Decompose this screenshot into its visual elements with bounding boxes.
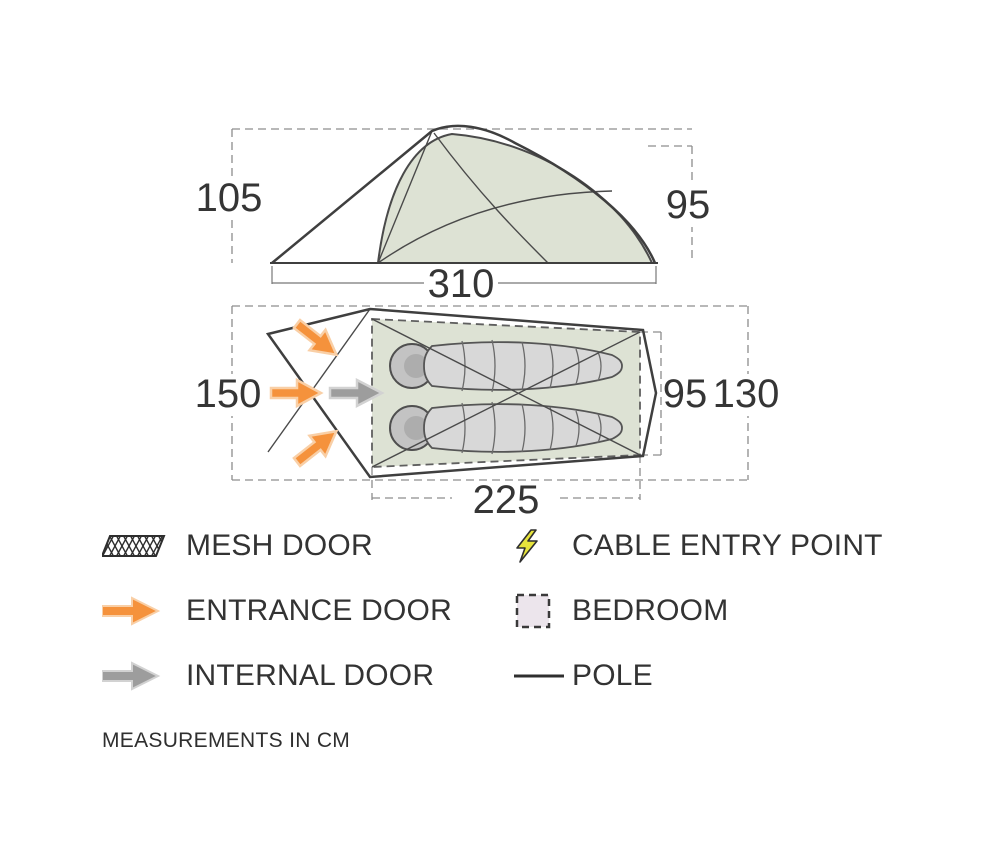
label-backing xyxy=(662,376,708,416)
side-view: 105 95 310 xyxy=(196,124,716,306)
label-backing xyxy=(662,185,716,227)
side-view-inner-dome xyxy=(376,132,654,264)
plan-bedroom-length-label: 225 xyxy=(473,478,540,520)
side-rear-height-label: 95 xyxy=(666,183,711,227)
legend-label-internal-door: INTERNAL DOOR xyxy=(186,659,435,692)
plan-view: 150 95 130 225 xyxy=(194,305,784,520)
legend-label-pole: POLE xyxy=(572,659,653,692)
side-view-flysheet-outline xyxy=(271,124,657,264)
measurements-note: MEASUREMENTS IN CM xyxy=(102,729,351,752)
sleeping-bag-hood-opening xyxy=(404,354,428,378)
label-backing xyxy=(194,374,264,416)
legend-item-bedroom: BEDROOM xyxy=(514,592,728,630)
legend-row-2: ENTRANCE DOOR BEDROOM xyxy=(102,591,728,631)
label-backing xyxy=(710,374,784,416)
legend-row-1: MESH DOOR CABLE ENTRY POINT xyxy=(102,526,883,566)
sleeping-bag xyxy=(389,339,623,393)
internal-door-icon xyxy=(102,661,186,691)
side-length-dimension xyxy=(271,266,657,284)
legend-label-cable-entry: CABLE ENTRY POINT xyxy=(572,529,883,562)
bedroom-icon xyxy=(514,592,572,630)
entrance-door-arrows xyxy=(269,318,339,468)
plan-tent-outline xyxy=(265,307,658,479)
entrance-door-arrow-icon xyxy=(269,377,324,409)
plan-rear-width-label: 130 xyxy=(713,372,780,416)
legend-label-mesh-door: MESH DOOR xyxy=(186,529,373,562)
entrance-door-arrow-icon xyxy=(292,318,339,357)
sleeping-bag-body xyxy=(423,341,623,391)
label-backing xyxy=(197,178,263,220)
side-length-label: 310 xyxy=(428,262,495,306)
legend-item-cable-entry: CABLE ENTRY POINT xyxy=(514,529,883,563)
side-view-pole-lines xyxy=(377,130,613,264)
cable-entry-icon xyxy=(514,529,572,563)
legend-item-entrance-door: ENTRANCE DOOR xyxy=(102,594,514,628)
legend-label-bedroom: BEDROOM xyxy=(572,594,729,627)
legend-row-3: INTERNAL DOOR POLE xyxy=(102,656,653,696)
legend-item-internal-door: INTERNAL DOOR xyxy=(102,659,514,693)
plan-view-guides xyxy=(231,305,749,500)
plan-front-width-label: 150 xyxy=(195,372,262,416)
mesh-door-icon xyxy=(102,533,186,559)
plan-bedroom-width-label: 95 xyxy=(663,372,708,416)
pole-icon xyxy=(514,671,572,681)
legend-item-mesh-door: MESH DOOR xyxy=(102,529,514,563)
sleeping-bag-baffles xyxy=(461,339,602,393)
entrance-door-icon xyxy=(102,596,186,626)
tent-views-svg: 105 95 310 xyxy=(194,124,784,520)
sleeping-bag-hood-opening xyxy=(404,416,428,440)
side-peak-height-label: 105 xyxy=(196,176,263,220)
entrance-door-arrow-icon xyxy=(292,429,339,468)
legend-label-entrance-door: ENTRANCE DOOR xyxy=(186,594,452,627)
internal-door-arrow-icon xyxy=(328,377,385,409)
legend-item-pole: POLE xyxy=(514,659,653,693)
